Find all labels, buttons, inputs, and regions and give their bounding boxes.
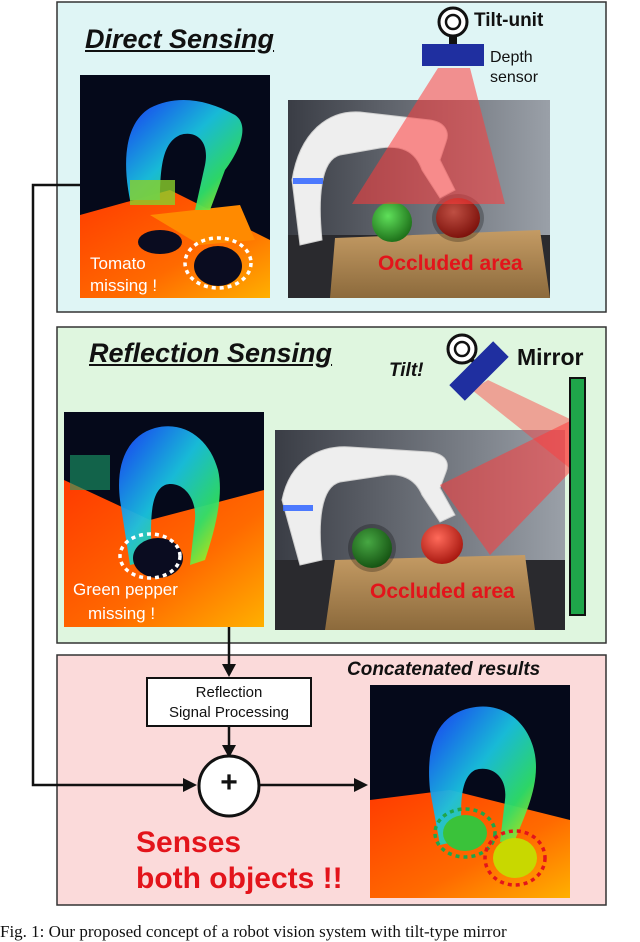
sum-node-plus: + (220, 766, 238, 799)
connector-direct-to-sum (31, 183, 185, 787)
result-circle-tomato (483, 829, 547, 887)
depth-sensor-icon (422, 44, 484, 66)
pepper-missing-label-2: missing ! (88, 604, 156, 623)
arrow-head-result (354, 778, 368, 792)
processing-box (146, 677, 312, 727)
tomato-missing-label-2: missing ! (90, 276, 158, 295)
occluded-area-label-direct: Occluded area (378, 252, 523, 275)
occluded-area-label-reflection: Occluded area (370, 580, 515, 603)
sum-node (197, 754, 261, 818)
point-cloud-direct (80, 75, 270, 298)
depth-sensor-label-1: Depth (490, 49, 533, 66)
tilted-sensor-icon (449, 341, 509, 401)
pepper-missing-label-1: Green pepper (73, 580, 178, 599)
mirror-bar (569, 377, 586, 616)
direct-sensing-title: Direct Sensing (85, 24, 275, 54)
tomato-missing-label-1: Tomato (90, 254, 146, 273)
point-cloud-concatenated (370, 685, 570, 898)
arrow-head-sum-left (183, 778, 197, 792)
missing-circle-tomato (183, 236, 253, 290)
processing-box-label-1: Reflection (195, 684, 263, 701)
reflection-beam-out (440, 420, 572, 555)
figure-caption: Fig. 1: Our proposed concept of a robot … (0, 922, 507, 941)
tilt-unit-label: Tilt-unit (474, 10, 544, 31)
mirror-label: Mirror (517, 344, 584, 370)
reflection-sensing-title: Reflection Sensing (89, 338, 333, 368)
concatenated-results-label: Concatenated results (347, 659, 541, 680)
arrow-head-sum-top (222, 745, 236, 758)
point-cloud-reflection (64, 412, 264, 627)
missing-circle-pepper (118, 532, 182, 580)
tilt-label: Tilt! (389, 360, 424, 381)
senses-label-2: both objects !! (136, 862, 343, 895)
result-circle-pepper (433, 807, 497, 859)
direct-beam (352, 68, 505, 204)
arrow-head-processing (222, 664, 236, 677)
processing-box-label-2: Signal Processing (168, 704, 290, 721)
senses-label-1: Senses (136, 826, 242, 859)
photo-reflection (275, 430, 565, 630)
tilt-unit-icon (437, 6, 469, 44)
depth-sensor-label-2: sensor (490, 69, 539, 86)
